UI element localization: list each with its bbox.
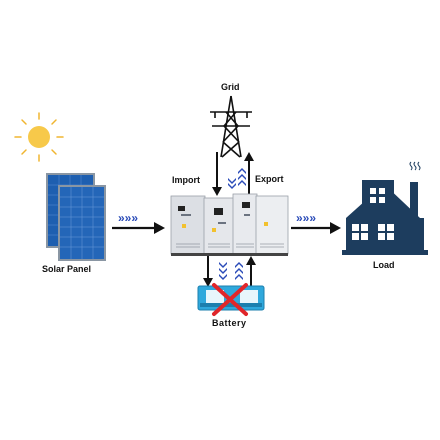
grid-import-export-lines bbox=[212, 152, 254, 196]
factory-house-icon bbox=[342, 180, 428, 255]
solar-to-inverter-arrow bbox=[112, 222, 165, 234]
battery-connection-lines bbox=[203, 256, 256, 287]
battery-disabled-cross-icon bbox=[212, 283, 248, 316]
sun-icon bbox=[14, 112, 64, 162]
export-label: Export bbox=[255, 174, 284, 184]
solar-panel-label: Solar Panel bbox=[42, 264, 92, 274]
grid-label: Grid bbox=[221, 82, 240, 92]
load-flow-chevrons: »»» bbox=[296, 211, 316, 225]
smoke-icon bbox=[409, 161, 421, 171]
inverter-cabinet-icon bbox=[170, 193, 289, 256]
import-label: Import bbox=[172, 175, 200, 185]
load-label: Load bbox=[373, 260, 395, 270]
solar-flow-chevrons: »»» bbox=[118, 211, 138, 225]
solar-panel-icon bbox=[46, 173, 106, 261]
battery-label: Battery bbox=[212, 318, 247, 328]
grid-tower-icon bbox=[210, 95, 252, 158]
inverter-to-load-arrow bbox=[291, 222, 341, 234]
